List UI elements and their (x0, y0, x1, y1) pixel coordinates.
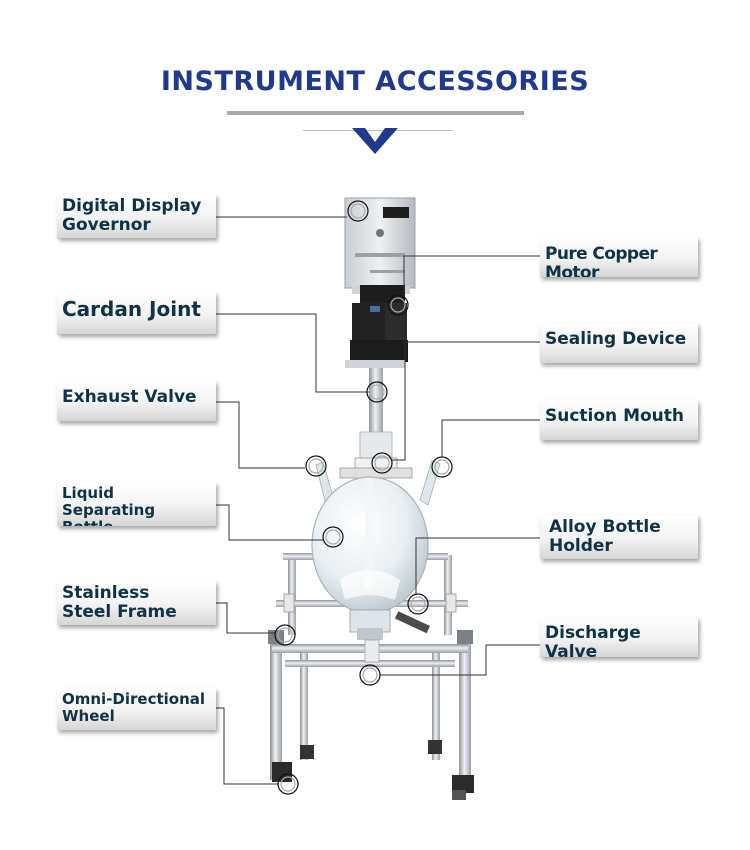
wheels (272, 740, 474, 800)
title-thin-rule (303, 130, 453, 131)
label-alloy-bottle-holder: Alloy Bottle Holder (540, 515, 698, 559)
page-title: INSTRUMENT ACCESSORIES (160, 66, 590, 97)
label-exhaust-valve: Exhaust Valve (57, 381, 216, 421)
label-liquid-separating-bottle: Liquid Separating Bottle (57, 482, 216, 526)
controller-box (344, 197, 416, 294)
label-cardan-joint: Cardan Joint (57, 292, 216, 334)
label-discharge-valve: Discharge Valve (540, 617, 698, 657)
leader-lines (216, 216, 540, 785)
motor (345, 285, 408, 368)
title-underline (227, 111, 524, 115)
discharge-outlet (349, 609, 431, 663)
label-stainless-steel-frame: Stainless Steel Frame (57, 581, 216, 625)
label-omni-directional-wheel: Omni-Directional Wheel (57, 688, 216, 730)
chevron-down-icon (352, 128, 398, 154)
label-digital-display-governor: Digital Display Governor (57, 194, 216, 238)
label-suction-mouth: Suction Mouth (540, 400, 698, 440)
label-pure-copper-motor: Pure Copper Motor (540, 237, 698, 277)
marker-circles (274, 200, 453, 795)
label-sealing-device: Sealing Device (540, 323, 698, 363)
side-necks (315, 459, 441, 506)
